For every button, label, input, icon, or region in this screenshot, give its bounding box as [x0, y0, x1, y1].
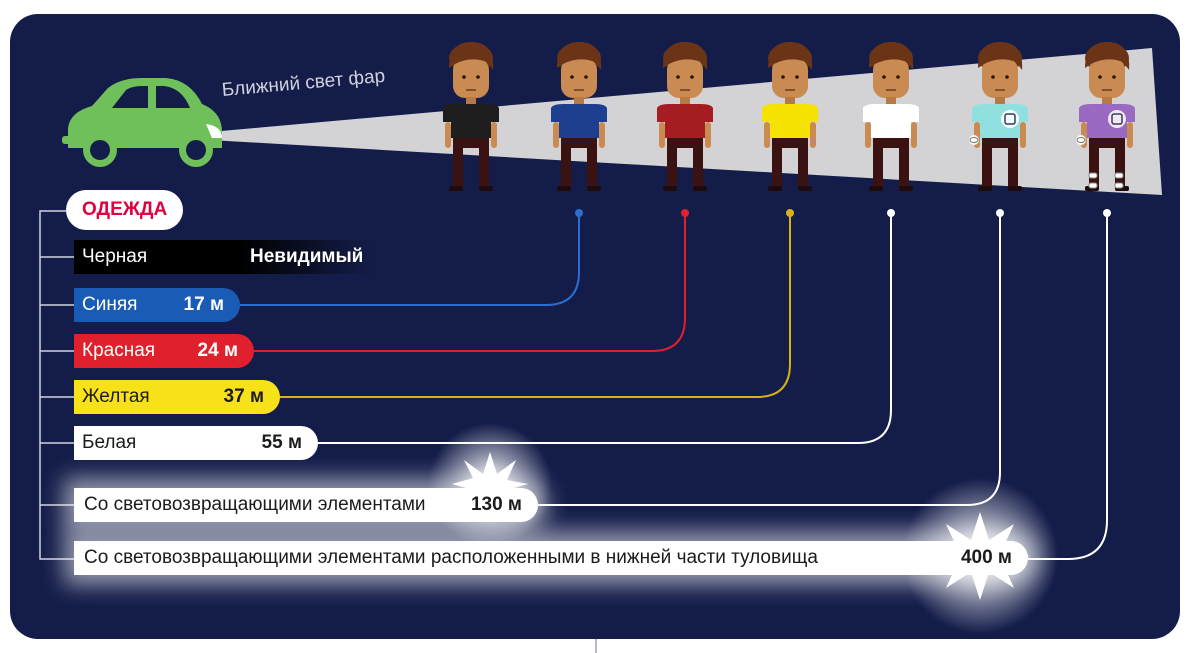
- car-icon: [62, 78, 222, 167]
- connector-dot-blue: [575, 209, 583, 217]
- row-blue-label: Синяя: [82, 294, 138, 315]
- row-white-label: Белая: [82, 432, 137, 453]
- pedestrian-figures: [443, 42, 1135, 191]
- pedestrian-figure: [762, 42, 818, 191]
- row-reflective-low-value: 400 м: [960, 547, 1012, 568]
- connector-red: [252, 213, 686, 352]
- clothing-header: ОДЕЖДА: [66, 190, 184, 230]
- pedestrian-figure: [969, 42, 1028, 191]
- row-reflective: Со световозвращающими элементами 130 м: [74, 488, 538, 522]
- connector-reflective-low: [1028, 213, 1108, 560]
- row-red: Красная 24 м: [74, 334, 254, 368]
- row-reflective-value: 130 м: [470, 494, 522, 515]
- connector-dot-white: [887, 209, 895, 217]
- connector-white: [316, 213, 892, 444]
- row-white: Белая 55 м: [74, 426, 318, 460]
- pedestrian-figure: [657, 42, 713, 191]
- row-reflective-low: Со световозвращающими элементами располо…: [74, 541, 1028, 575]
- row-yellow: Желтая 37 м: [74, 380, 280, 414]
- row-reflective-label: Со световозвращающими элементами: [84, 494, 426, 515]
- row-black-label: Черная: [82, 246, 148, 267]
- connector-dot-yellow: [786, 209, 794, 217]
- rows-bracket: [39, 210, 76, 560]
- pedestrian-figure: [551, 42, 607, 191]
- row-yellow-label: Желтая: [82, 386, 150, 407]
- pedestrian-figure: [1076, 42, 1135, 191]
- connector-yellow: [278, 213, 791, 398]
- row-yellow-value: 37 м: [223, 386, 264, 407]
- connector-dot-red: [681, 209, 689, 217]
- row-black-value: Невидимый: [250, 246, 364, 267]
- row-reflective-low-label: Со световозвращающими элементами располо…: [84, 547, 818, 568]
- connector-dot-reflective-low: [1103, 209, 1111, 217]
- row-black: Черная Невидимый: [74, 240, 374, 274]
- pedestrian-figure: [443, 42, 499, 191]
- row-blue: Синяя 17 м: [74, 288, 240, 322]
- pedestrian-figure: [863, 42, 919, 191]
- row-red-value: 24 м: [197, 340, 238, 361]
- connector-dot-reflective: [996, 209, 1004, 217]
- row-blue-value: 17 м: [183, 294, 224, 315]
- row-white-value: 55 м: [261, 432, 302, 453]
- row-red-label: Красная: [82, 340, 156, 361]
- connector-blue: [238, 213, 580, 306]
